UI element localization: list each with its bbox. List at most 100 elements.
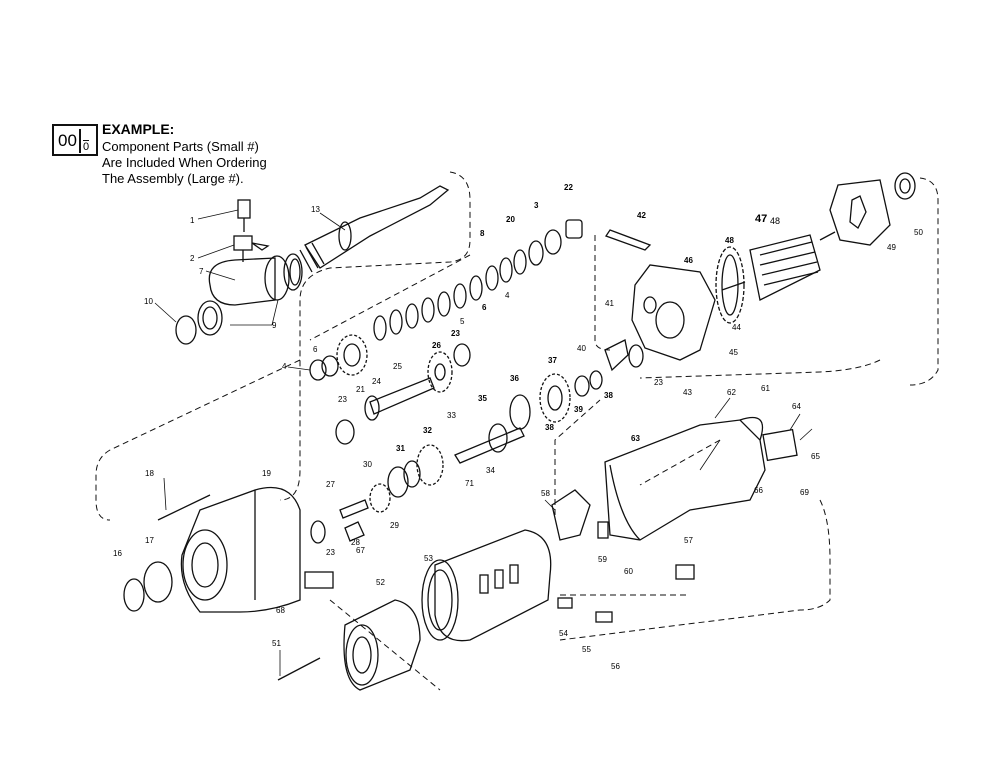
label-27: 27 [326,480,335,489]
shaft-part-34 [454,423,525,464]
label-58: 58 [541,489,550,498]
collar-part-9 [208,253,303,306]
gear-part-26 [427,351,453,393]
label-40: 40 [577,344,586,353]
bearing-part-23-low [310,520,326,544]
label-8: 8 [480,229,485,238]
label-30: 30 [363,460,372,469]
label-63: 63 [631,434,640,443]
shaft-part-24 [364,377,435,421]
label-23-case: 23 [654,378,663,387]
label-20: 20 [506,215,515,224]
spindle-part-13 [299,185,450,273]
screw-part-51 [277,657,321,681]
label-41: 41 [605,299,614,308]
seal-part-10 [175,300,223,345]
label-2: 2 [190,254,195,263]
switch-part-57 [675,564,695,580]
label-52: 52 [376,578,385,587]
label-57: 57 [684,536,693,545]
washer-stack [373,219,583,341]
legend-line-3: The Assembly (Large #). [102,171,244,186]
brush-part-55 [595,611,613,623]
legend-line-1: Component Parts (Small #) [102,139,259,154]
label-16: 16 [113,549,122,558]
label-34: 34 [486,466,495,475]
label-9: 9 [272,321,277,330]
fitting-part-1 [237,199,251,232]
label-67: 67 [356,546,365,555]
gear-part-32 [416,444,444,486]
label-65: 65 [811,452,820,461]
label-17: 17 [145,536,154,545]
assembly-guide-lines [95,171,939,691]
gear-part-37 [539,373,571,423]
legend-assembly-number: 00 [58,131,77,150]
part-59 [597,521,609,539]
label-6-left: 6 [313,345,318,354]
washer-part-6 [321,355,339,377]
spacer-part-31 [403,460,421,488]
label-plate-part-68 [304,571,334,589]
label-21: 21 [356,385,365,394]
label-38-right: 38 [604,391,613,400]
label-44: 44 [732,323,741,332]
legend-component-number: 0 [83,140,90,153]
label-13: 13 [311,205,320,214]
bearing-part-23 [453,343,471,367]
label-39: 39 [574,405,583,414]
label-25: 25 [393,362,402,371]
bearing-part-50 [894,172,916,200]
legend-line-2: Are Included When Ordering [102,155,267,170]
clutch-part-36 [509,394,531,430]
label-10: 10 [144,297,153,306]
pin-part-28 [344,521,365,542]
washer-part-30 [387,466,409,498]
label-59: 59 [598,555,607,564]
field-housing-part-53 [421,529,552,642]
label-29: 29 [390,521,399,530]
fan-part-46 [715,246,745,324]
label-43: 43 [683,388,692,397]
label-36: 36 [510,374,519,383]
bearing-part-39 [574,375,590,397]
label-23-left: 23 [338,395,347,404]
label-5: 5 [460,317,465,326]
pin-part-27 [339,499,369,519]
label-35: 35 [478,394,487,403]
plate-part-64 [762,428,798,462]
gear-part-21 [336,334,368,376]
label-66: 66 [754,486,763,495]
brush-holder-part-58 [551,489,591,541]
label-19: 19 [262,469,271,478]
lever-part-40 [604,339,629,372]
label-47: 47 [755,213,767,225]
label-69: 69 [800,488,809,497]
label-23-low: 23 [326,548,335,557]
label-1: 1 [190,216,195,225]
label-24: 24 [372,377,381,386]
label-33: 33 [447,411,456,420]
label-26: 26 [432,341,441,350]
end-cap-part-49 [829,179,891,246]
label-51: 51 [272,639,281,648]
bearing-part-23-left [335,419,355,445]
label-28: 28 [351,538,360,547]
part-number-labels: 1 2 7 10 9 13 3 22 20 8 4 6 5 23 6 4 21 … [113,183,923,671]
gear-part-29 [369,483,391,513]
ring-part-16 [123,578,145,612]
armature-part-48 [721,231,836,316]
label-31: 31 [396,444,405,453]
motor-housing-part-63 [604,416,766,541]
label-7: 7 [199,267,204,276]
label-4-left: 4 [282,362,287,371]
label-49: 49 [887,243,896,252]
label-50: 50 [914,228,923,237]
label-64: 64 [792,402,801,411]
label-68: 68 [276,606,285,615]
label-6-top: 6 [482,303,487,312]
leader-lines [154,209,813,676]
bearing-part-23-case [628,344,644,368]
ring-part-38 [589,370,603,390]
